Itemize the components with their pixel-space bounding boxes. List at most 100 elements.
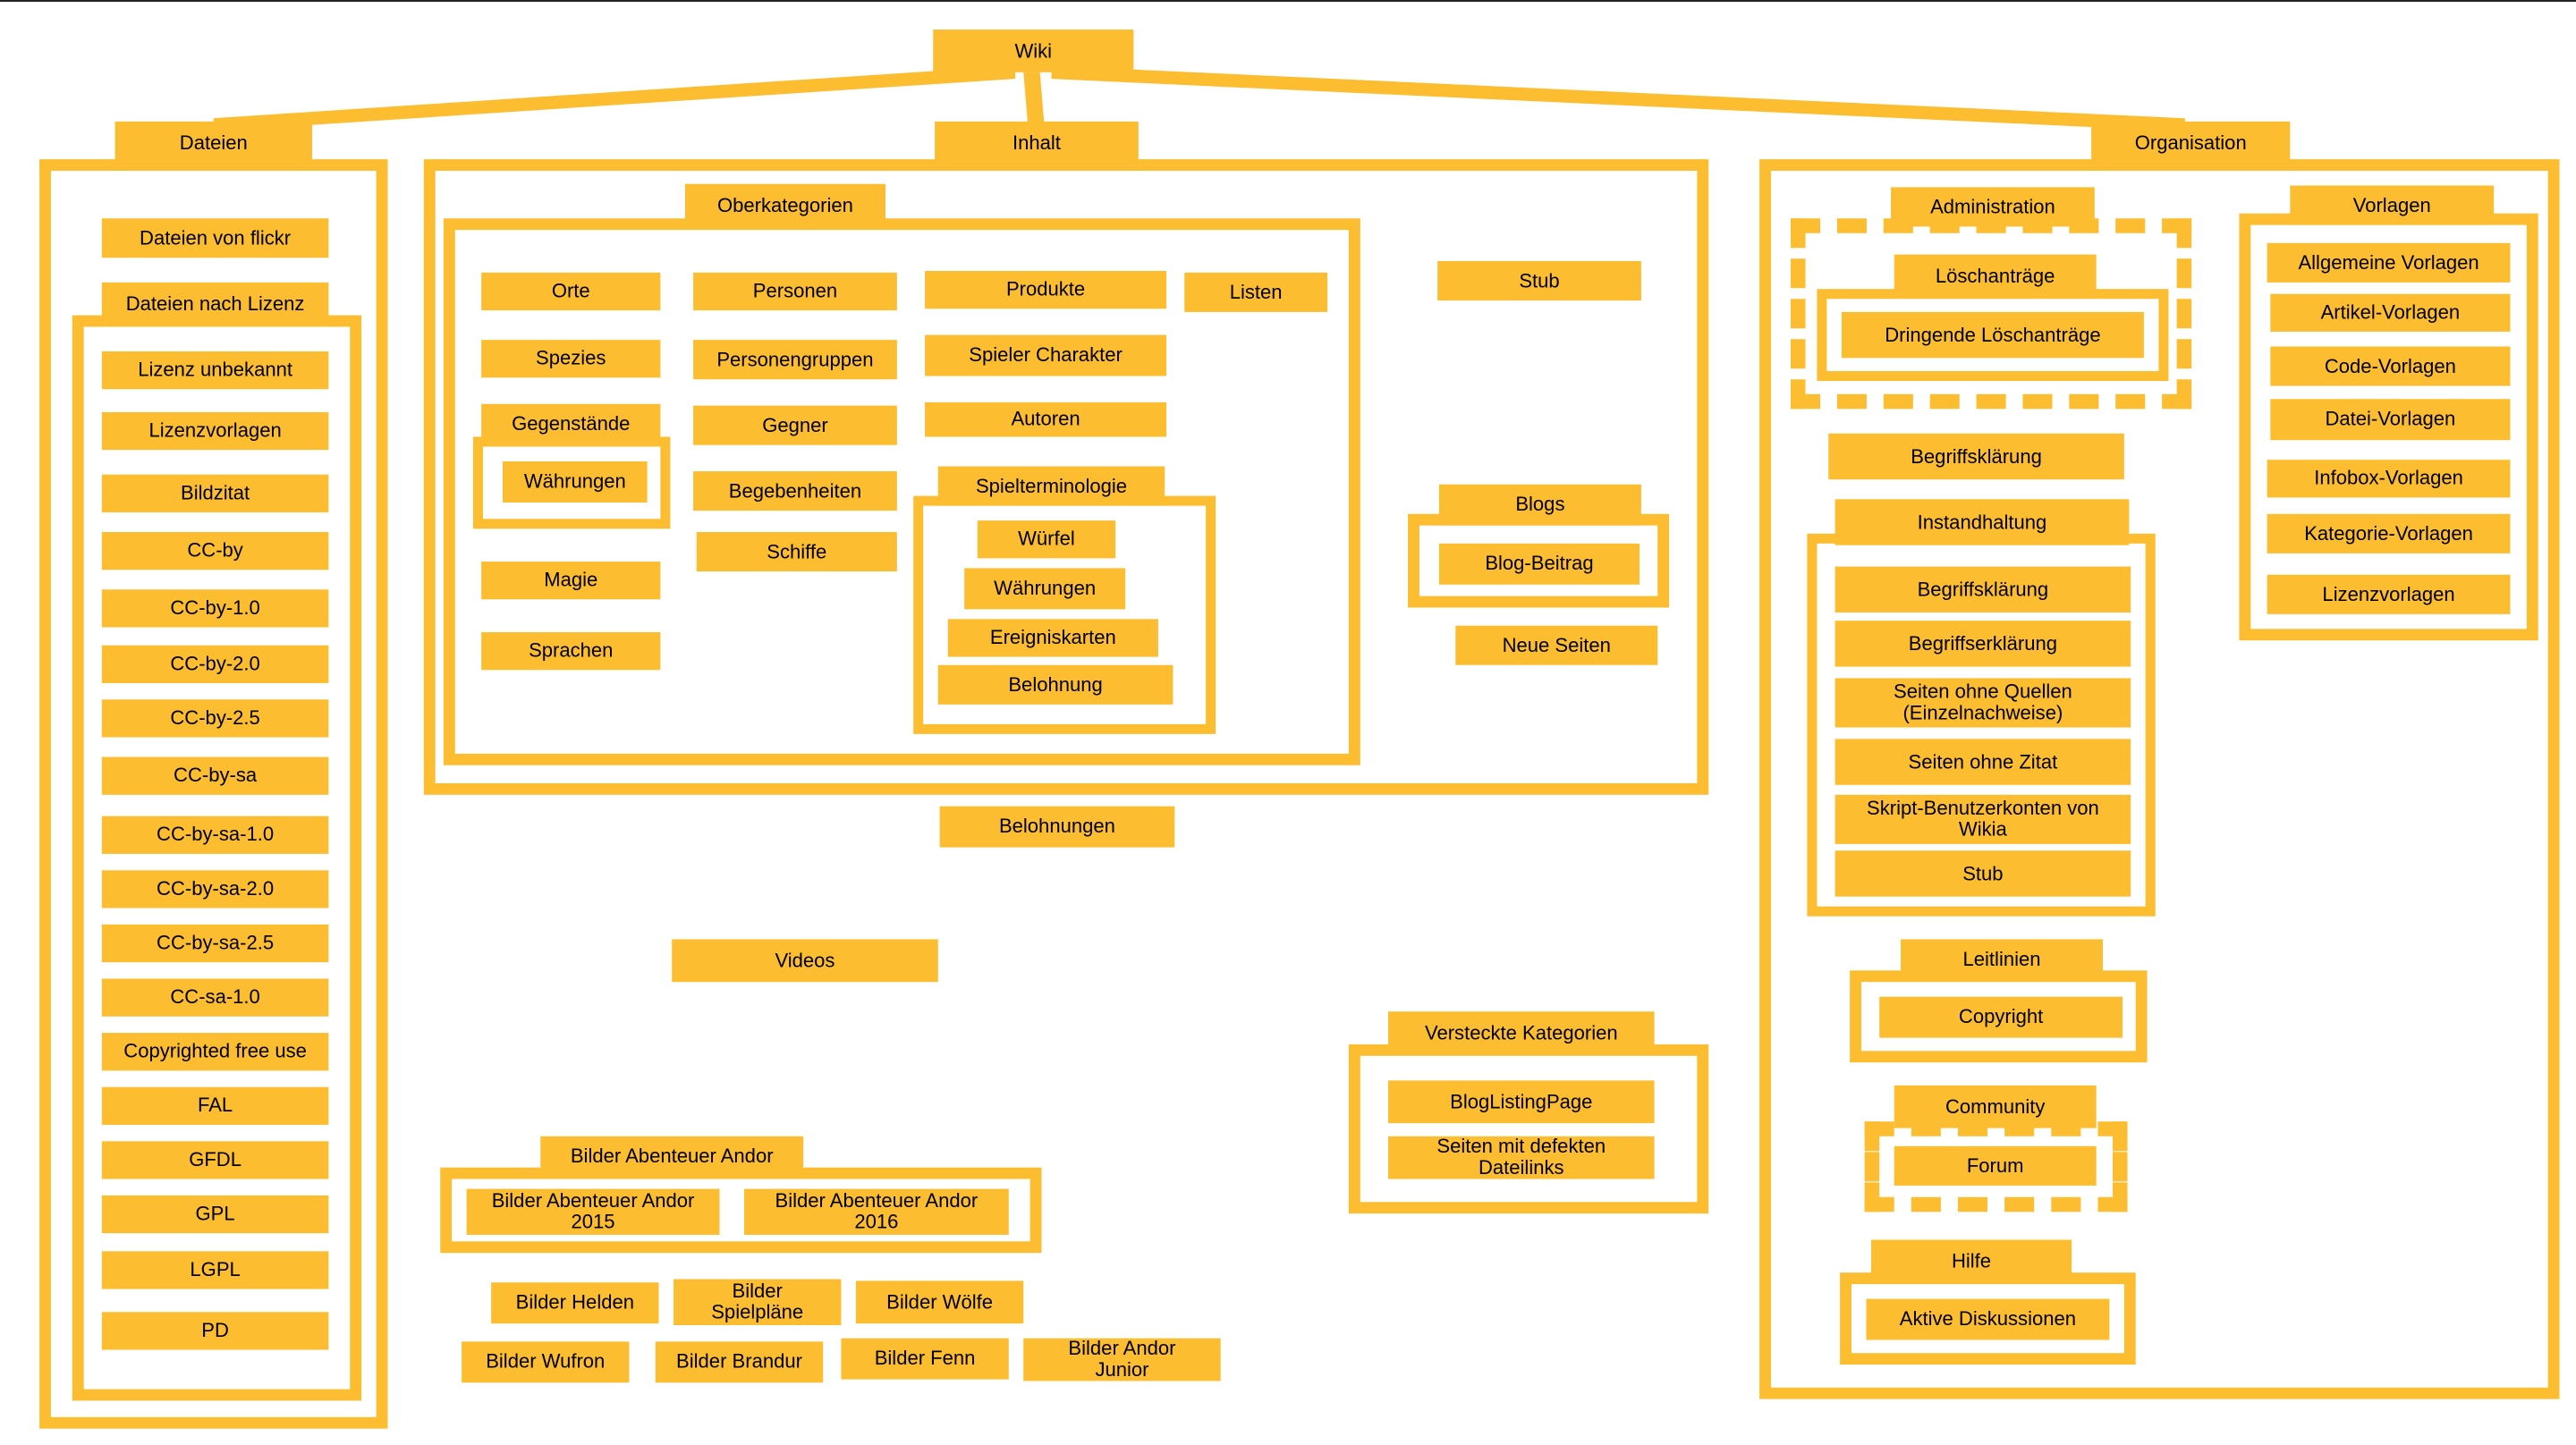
node-lizenz-15[interactable]: GPL xyxy=(101,1195,329,1234)
group-vorlagen-frame xyxy=(2239,213,2538,641)
node-schiffe[interactable]: Schiffe xyxy=(696,531,897,572)
node-oberkategorien[interactable]: Oberkategorien xyxy=(684,183,886,227)
node-personen[interactable]: Personen xyxy=(693,272,897,311)
node-lizenz-12[interactable]: Copyrighted free use xyxy=(101,1033,329,1071)
node-magie[interactable]: Magie xyxy=(481,562,661,600)
node-aktive-diskussionen[interactable]: Aktive Diskussionen xyxy=(1866,1298,2110,1340)
node-forum[interactable]: Forum xyxy=(1894,1145,2097,1186)
group-inhalt-frame xyxy=(423,159,1709,795)
connector-wiki-dateien xyxy=(213,65,1016,131)
top-border-line xyxy=(0,0,2576,2)
node-community[interactable]: Community xyxy=(1894,1085,2097,1128)
node-lizenz-9[interactable]: CC-by-sa-2.0 xyxy=(101,870,329,908)
node-spezies[interactable]: Spezies xyxy=(481,340,661,378)
node-instandhaltung-item-5[interactable]: Stub xyxy=(1835,850,2131,897)
node-lizenz-7[interactable]: CC-by-sa xyxy=(101,756,329,795)
group-oberkategorien-frame xyxy=(443,218,1360,765)
node-bilder-spielplaene[interactable]: Bilder Spielpläne xyxy=(674,1279,842,1325)
node-stub-inhalt[interactable]: Stub xyxy=(1437,260,1641,301)
node-blog-beitrag[interactable]: Blog-Beitrag xyxy=(1438,543,1640,585)
node-ereigniskarten[interactable]: Ereigniskarten xyxy=(947,619,1158,657)
node-bilder-fenn[interactable]: Bilder Fenn xyxy=(841,1338,1009,1380)
node-hilfe[interactable]: Hilfe xyxy=(1871,1239,2072,1283)
node-organisation[interactable]: Organisation xyxy=(2091,121,2291,165)
node-lizenz-11[interactable]: CC-sa-1.0 xyxy=(101,978,329,1017)
connector-wiki-inhalt xyxy=(1023,72,1046,131)
node-inhalt[interactable]: Inhalt xyxy=(935,121,1139,165)
node-bilder-wufron[interactable]: Bilder Wufron xyxy=(462,1341,630,1383)
node-produkte[interactable]: Produkte xyxy=(925,271,1167,309)
node-seiten-mit-defekten-dateilinks[interactable]: Seiten mit defekten Dateilinks xyxy=(1388,1136,1655,1179)
node-listen[interactable]: Listen xyxy=(1184,272,1328,312)
node-versteckte-kategorien[interactable]: Versteckte Kategorien xyxy=(1388,1011,1655,1054)
group-organisation-frame xyxy=(1759,159,2560,1399)
connector-wiki-organisation xyxy=(1051,65,2185,131)
node-lizenz-3[interactable]: CC-by xyxy=(101,531,329,570)
node-bilder-brandur[interactable]: Bilder Brandur xyxy=(655,1341,824,1383)
node-instandhaltung-item-0[interactable]: Begriffsklärung xyxy=(1835,566,2131,613)
node-lizenz-6[interactable]: CC-by-2.5 xyxy=(101,699,329,738)
node-dateien-nach-lizenz[interactable]: Dateien nach Lizenz xyxy=(101,282,329,325)
node-instandhaltung-item-2[interactable]: Seiten ohne Quellen (Einzelnachweise) xyxy=(1835,678,2131,728)
node-begebenheiten[interactable]: Begebenheiten xyxy=(693,471,897,511)
node-lizenz-13[interactable]: FAL xyxy=(101,1086,329,1125)
node-vorlage-0[interactable]: Allgemeine Vorlagen xyxy=(2267,242,2511,283)
node-belohnung[interactable]: Belohnung xyxy=(937,664,1174,705)
node-dringende-loeschantraege[interactable]: Dringende Löschanträge xyxy=(1841,311,2144,359)
node-vorlage-5[interactable]: Kategorie-Vorlagen xyxy=(2267,513,2511,553)
node-wiki[interactable]: Wiki xyxy=(933,30,1134,72)
node-lizenz-0[interactable]: Lizenz unbekannt xyxy=(101,351,329,390)
node-blogs[interactable]: Blogs xyxy=(1438,484,1641,526)
node-administration[interactable]: Administration xyxy=(1891,187,2095,227)
node-gegner[interactable]: Gegner xyxy=(693,405,897,445)
node-personengruppen[interactable]: Personengruppen xyxy=(693,340,897,380)
node-instandhaltung[interactable]: Instandhaltung xyxy=(1835,499,2130,545)
node-vorlage-6[interactable]: Lizenzvorlagen xyxy=(2267,574,2511,614)
node-lizenz-10[interactable]: CC-by-sa-2.5 xyxy=(101,924,329,963)
node-vorlage-4[interactable]: Infobox-Vorlagen xyxy=(2267,460,2511,498)
node-instandhaltung-item-3[interactable]: Seiten ohne Zitat xyxy=(1835,739,2131,785)
node-dateien[interactable]: Dateien xyxy=(114,121,312,165)
node-videos[interactable]: Videos xyxy=(672,939,938,983)
node-sprachen[interactable]: Sprachen xyxy=(481,632,661,671)
node-vorlage-3[interactable]: Datei-Vorlagen xyxy=(2270,399,2511,441)
node-vorlage-1[interactable]: Artikel-Vorlagen xyxy=(2270,293,2511,332)
node-loeschantraege[interactable]: Löschanträge xyxy=(1894,254,2097,298)
node-lizenz-4[interactable]: CC-by-1.0 xyxy=(101,589,329,628)
node-bilder-abenteuer-andor[interactable]: Bilder Abenteuer Andor xyxy=(540,1136,804,1176)
node-lizenz-14[interactable]: GFDL xyxy=(101,1141,329,1179)
node-orte[interactable]: Orte xyxy=(481,272,661,311)
group-versteckte-frame xyxy=(1348,1044,1709,1214)
node-lizenz-1[interactable]: Lizenzvorlagen xyxy=(101,411,329,451)
node-spielterminologie[interactable]: Spielterminologie xyxy=(937,466,1165,506)
node-gegenstaende[interactable]: Gegenstände xyxy=(481,403,661,444)
node-vorlage-2[interactable]: Code-Vorlagen xyxy=(2270,346,2511,386)
node-bilder-andor-junior[interactable]: Bilder Andor Junior xyxy=(1023,1338,1221,1382)
node-instandhaltung-item-4[interactable]: Skript-Benutzerkonten von Wikia xyxy=(1835,794,2131,844)
node-lizenz-17[interactable]: PD xyxy=(101,1312,329,1350)
node-wuerfel[interactable]: Würfel xyxy=(977,520,1116,559)
node-bilder-abenteuer-2016[interactable]: Bilder Abenteuer Andor 2016 xyxy=(744,1188,1009,1235)
node-leitlinien[interactable]: Leitlinien xyxy=(1901,939,2103,981)
node-bloglistingpage[interactable]: BlogListingPage xyxy=(1388,1080,1655,1124)
node-lizenz-2[interactable]: Bildzitat xyxy=(101,474,329,512)
node-instandhaltung-item-1[interactable]: Begriffserklärung xyxy=(1835,621,2131,667)
node-waehrungen-spiel[interactable]: Währungen xyxy=(964,568,1126,610)
node-spieler-charakter[interactable]: Spieler Charakter xyxy=(925,334,1167,376)
node-lizenz-8[interactable]: CC-by-sa-1.0 xyxy=(101,815,329,854)
node-copyright[interactable]: Copyright xyxy=(1879,996,2123,1038)
node-begriffsklaerung-org[interactable]: Begriffsklärung xyxy=(1828,433,2124,480)
node-neue-seiten[interactable]: Neue Seiten xyxy=(1455,625,1658,665)
node-lizenz-5[interactable]: CC-by-2.0 xyxy=(101,645,329,683)
node-bilder-helden[interactable]: Bilder Helden xyxy=(491,1282,659,1324)
node-autoren[interactable]: Autoren xyxy=(925,401,1167,437)
node-lizenz-16[interactable]: LGPL xyxy=(101,1251,329,1289)
node-dateien-von-flickr[interactable]: Dateien von flickr xyxy=(101,218,329,258)
node-waehrungen-gegenstaende[interactable]: Währungen xyxy=(503,461,648,503)
node-bilder-woelfe[interactable]: Bilder Wölfe xyxy=(855,1280,1024,1324)
node-belohnungen[interactable]: Belohnungen xyxy=(939,806,1175,848)
node-vorlagen[interactable]: Vorlagen xyxy=(2290,185,2495,225)
node-bilder-abenteuer-2015[interactable]: Bilder Abenteuer Andor 2015 xyxy=(466,1188,720,1235)
